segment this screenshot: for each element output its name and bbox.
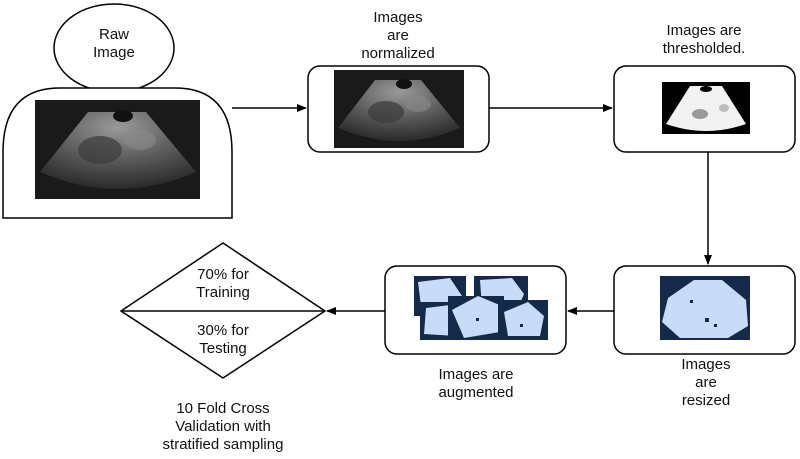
split-node xyxy=(119,242,327,379)
augmented-label: Images are augmented xyxy=(438,366,514,401)
normalized-ultrasound-image xyxy=(334,70,464,148)
augmented-node xyxy=(384,265,567,355)
normalized-node xyxy=(307,65,490,153)
thresholded-label: Images are thresholded. xyxy=(662,22,746,57)
thresholded-node xyxy=(613,65,796,153)
validation-label: 10 Fold Cross Validation with stratified… xyxy=(162,400,284,453)
thresholded-image xyxy=(662,82,750,134)
resized-mask-image xyxy=(660,276,750,340)
raw-image-node xyxy=(2,3,233,219)
testing-label: 30% for Testing xyxy=(197,322,249,357)
training-label: 70% for Training xyxy=(196,266,250,301)
augmented-mask-collage xyxy=(414,276,548,340)
normalized-label: Images are normalized xyxy=(361,9,435,62)
raw-image-label: Raw Image xyxy=(93,26,135,61)
raw-ultrasound-image xyxy=(35,100,200,199)
resized-node xyxy=(613,265,796,355)
resized-label: Images are resized xyxy=(681,356,731,409)
